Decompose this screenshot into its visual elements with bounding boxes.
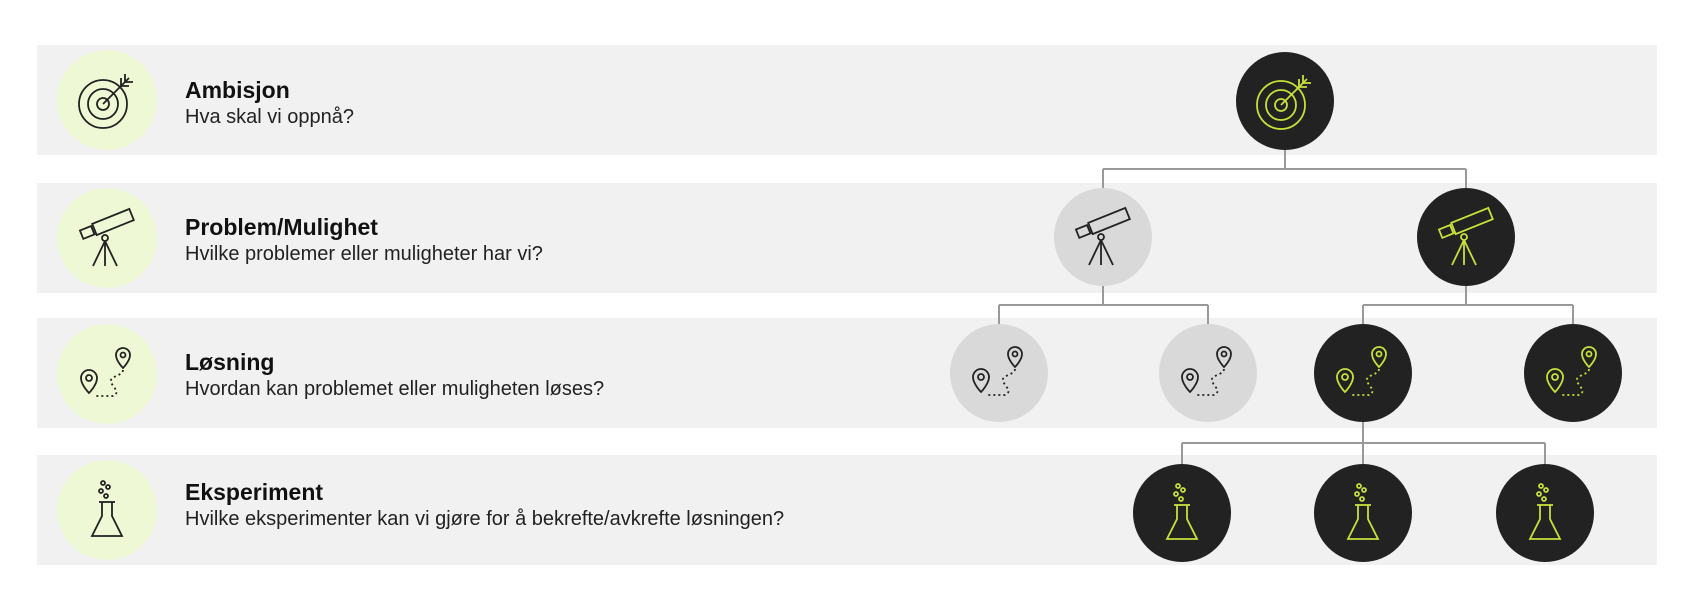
flask-icon (1165, 483, 1199, 540)
tree-node-solution-2 (1159, 324, 1257, 422)
flask-icon (1528, 483, 1562, 540)
row-title: Problem/Mulighet (185, 214, 378, 240)
row-subtitle: Hvilke eksperimenter kan vi gjøre for å … (185, 508, 785, 530)
row-experiment-text: Eksperiment Hvilke eksperimenter kan vi … (185, 478, 784, 532)
node-circle (1054, 188, 1152, 286)
tree-node-problem-2 (1417, 188, 1515, 286)
tree-connectors (998, 150, 1574, 464)
row-band-problem (37, 183, 1657, 293)
tree-node-experiment-3 (1496, 464, 1594, 562)
map-route-icon (1181, 346, 1232, 396)
flask-icon (90, 480, 124, 537)
map-route-icon (972, 346, 1023, 396)
row-solution-text: Løsning Hvordan kan problemet eller muli… (185, 348, 604, 402)
tree-node-problem-1 (1054, 188, 1152, 286)
tree-node-ambition (1236, 52, 1334, 150)
row-experiment-icon-badge (57, 460, 157, 560)
node-circle (1524, 324, 1622, 422)
tree-node-solution-3 (1314, 324, 1412, 422)
map-route-icon (1336, 346, 1387, 396)
telescope-icon (1074, 206, 1131, 266)
row-subtitle: Hvilke problemer eller muligheter har vi… (185, 243, 543, 265)
connector-problem-1 (998, 286, 1209, 324)
connector-solution-3 (1181, 422, 1546, 464)
node-circle (1417, 188, 1515, 286)
row-title: Løsning (185, 349, 275, 375)
tree-node-solution-4 (1524, 324, 1622, 422)
telescope-icon (78, 207, 135, 267)
tree-node-experiment-1 (1133, 464, 1231, 562)
flask-icon (1346, 483, 1380, 540)
node-circle (1159, 324, 1257, 422)
row-subtitle: Hva skal vi oppnå? (185, 106, 354, 128)
target-icon (1256, 75, 1311, 130)
row-title: Eksperiment (185, 479, 324, 505)
target-icon (78, 74, 133, 129)
node-circle (950, 324, 1048, 422)
connector-ambition (1102, 150, 1467, 188)
node-circle (1496, 464, 1594, 562)
map-route-icon (1546, 346, 1597, 396)
node-circle (1314, 324, 1412, 422)
node-circle (1314, 464, 1412, 562)
row-problem-text: Problem/Mulighet Hvilke problemer eller … (185, 213, 543, 267)
telescope-icon (1437, 206, 1494, 266)
connector-problem-2 (1362, 286, 1574, 324)
row-band-ambition (37, 45, 1657, 155)
row-problem-icon-badge (57, 188, 157, 288)
tree-nodes (950, 52, 1622, 562)
row-subtitle: Hvordan kan problemet eller muligheten l… (185, 378, 605, 400)
row-solution-icon-badge (57, 324, 157, 424)
row-ambition-icon-badge (57, 50, 157, 150)
row-ambition-text: Ambisjon Hva skal vi oppnå? (185, 76, 354, 130)
node-circle (1133, 464, 1231, 562)
row-title: Ambisjon (185, 77, 290, 103)
tree-node-experiment-2 (1314, 464, 1412, 562)
map-route-icon (80, 347, 131, 397)
tree-node-solution-1 (950, 324, 1048, 422)
